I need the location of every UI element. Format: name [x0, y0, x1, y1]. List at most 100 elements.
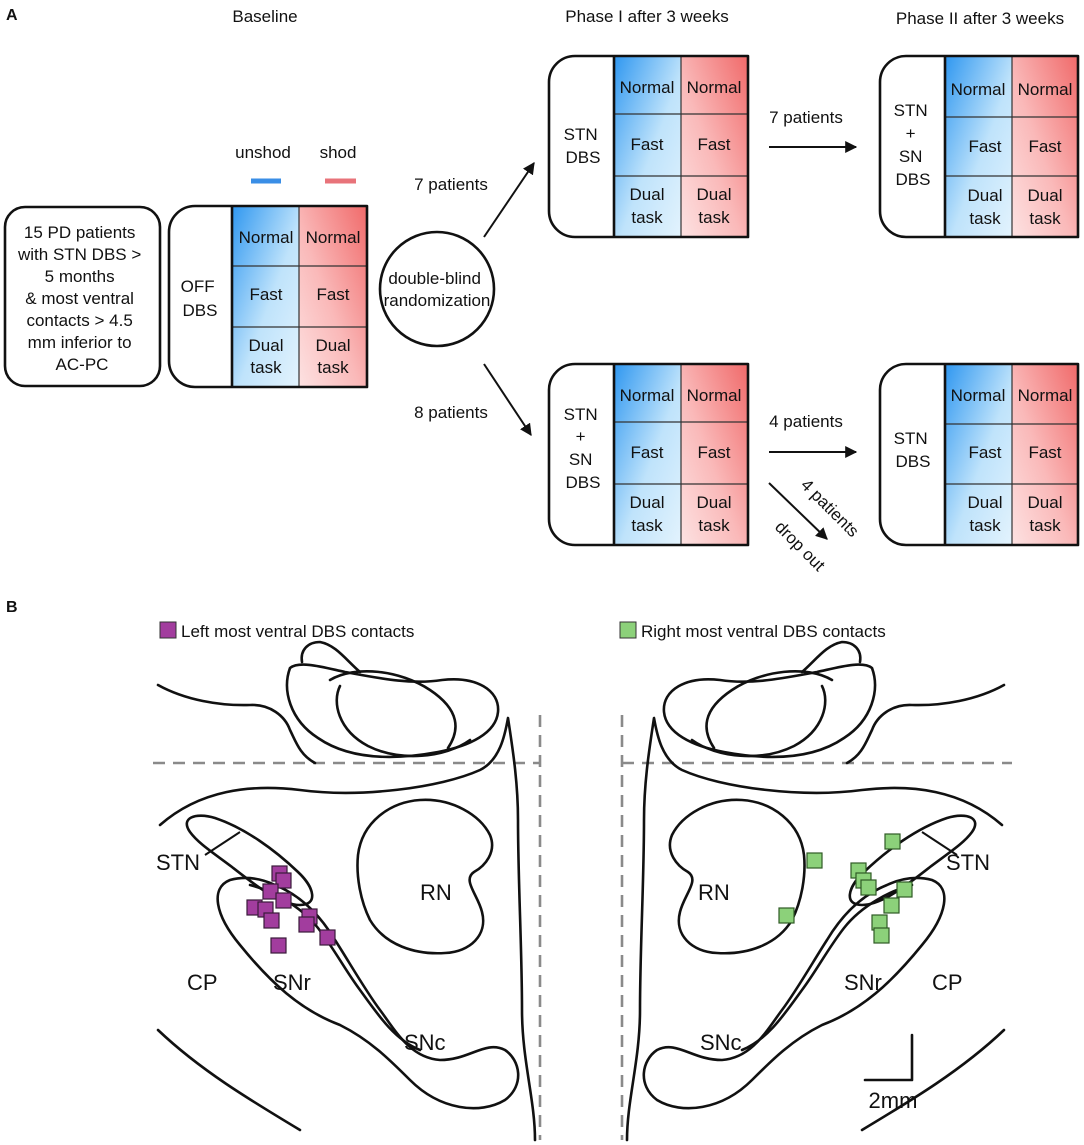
- right-cp-label: CP: [932, 970, 963, 995]
- left-upper-tissue: [156, 683, 317, 765]
- scale-bar-label: 2mm: [869, 1088, 918, 1113]
- right-stn-leader: [921, 831, 958, 856]
- p2b-normal-shod: Normal: [1018, 386, 1073, 405]
- phase2-top-block: STN + SN DBS Normal Normal Fast Fast Dua…: [878, 54, 1080, 239]
- arrow-dropout: [768, 482, 828, 540]
- left-contact: [270, 937, 287, 954]
- p2b-fast-shod: Fast: [1028, 443, 1061, 462]
- arrow-to-phase1-top: [483, 162, 535, 238]
- cell-fast-unshod: Fast: [249, 285, 282, 304]
- left-mammillary-outer: [285, 663, 500, 759]
- p2b-fast-unshod: Fast: [968, 443, 1001, 462]
- arrow-top-right-label: 7 patients: [769, 108, 843, 127]
- p2t-normal-shod: Normal: [1018, 80, 1073, 99]
- randomization-text: double-blind randomization: [384, 269, 491, 310]
- right-contact: [873, 927, 890, 944]
- condition-legend: unshod shod: [235, 143, 357, 184]
- arrow-bottom-label: 8 patients: [414, 403, 488, 422]
- patients-line-7: AC-PC: [56, 355, 109, 374]
- right-contact: [860, 879, 877, 896]
- p1t-fast-unshod: Fast: [630, 135, 663, 154]
- p2t-fast-shod: Fast: [1028, 137, 1061, 156]
- p1b-fast-shod: Fast: [697, 443, 730, 462]
- right-contacts: [778, 833, 913, 944]
- panel-b: B Left most ventral DBS contacts Right m…: [6, 599, 1012, 1142]
- left-atlas: STN RN CP SNr SNc: [156, 640, 537, 1142]
- left-contact: [275, 872, 292, 889]
- scale-bar: [863, 1033, 914, 1082]
- left-contact: [263, 912, 280, 929]
- right-mammillary-inner: [690, 684, 827, 758]
- randomization-node: double-blind randomization: [378, 230, 496, 348]
- legend-unshod-label: unshod: [235, 143, 291, 162]
- legend-shod-label: shod: [320, 143, 357, 162]
- phase1-bottom-condition: STN + SN DBS: [564, 405, 603, 492]
- right-snr-label: SNr: [844, 970, 882, 995]
- arrow-to-phase1-bottom: [483, 363, 532, 437]
- cell-fast-shod: Fast: [316, 285, 349, 304]
- dropout-count: 4 patients: [797, 475, 863, 541]
- legend-right-swatch: [619, 621, 637, 639]
- legend-right-label: Right most ventral DBS contacts: [641, 622, 886, 641]
- phase2-top-condition: STN + SN DBS: [894, 101, 933, 189]
- right-stn-label: STN: [946, 850, 990, 875]
- phase2-bottom-condition: STN DBS: [894, 429, 933, 471]
- p2b-normal-unshod: Normal: [951, 386, 1006, 405]
- left-mammillary-inner: [335, 684, 472, 758]
- right-snc-label: SNc: [700, 1030, 742, 1055]
- left-cp-label: CP: [187, 970, 218, 995]
- left-contact: [275, 892, 292, 909]
- right-contact: [884, 833, 901, 850]
- right-rn: [668, 798, 806, 955]
- right-contact: [896, 881, 913, 898]
- left-stn-label: STN: [156, 850, 200, 875]
- right-midbrain-outline: [625, 716, 1004, 1142]
- legend-left-label: Left most ventral DBS contacts: [181, 622, 414, 641]
- left-midbrain-outline: [158, 716, 537, 1142]
- right-top-lobe: [800, 640, 862, 674]
- left-contact: [262, 883, 279, 900]
- right-rn-label: RN: [698, 880, 730, 905]
- left-contact: [319, 929, 336, 946]
- panel-a: A Baseline Phase I after 3 weeks Phase I…: [3, 7, 1080, 575]
- left-snc-label: SNc: [404, 1030, 446, 1055]
- right-contact: [806, 852, 823, 869]
- right-upper-tissue: [845, 683, 1006, 765]
- right-atlas: [625, 640, 1006, 1142]
- right-stn: [848, 814, 977, 907]
- left-rn-label: RN: [420, 880, 452, 905]
- phase1-bottom-block: STN + SN DBS Normal Normal Fast Fast Dua…: [547, 362, 750, 547]
- p2t-fast-unshod: Fast: [968, 137, 1001, 156]
- baseline-condition: OFF DBS: [181, 277, 220, 320]
- p1t-normal-shod: Normal: [687, 78, 742, 97]
- dropout-label: drop out: [771, 517, 829, 575]
- legend-left-swatch: [159, 621, 177, 639]
- patients-line-3: 5 months: [45, 267, 115, 286]
- left-snr-inner: [248, 883, 422, 1052]
- right-fornix: [705, 670, 834, 750]
- arrow-top-label: 7 patients: [414, 175, 488, 194]
- baseline-condition-line-2: DBS: [183, 301, 218, 320]
- p2t-normal-unshod: Normal: [951, 80, 1006, 99]
- p1b-normal-shod: Normal: [687, 386, 742, 405]
- cell-normal-unshod: Normal: [239, 228, 294, 247]
- p1t-fast-shod: Fast: [697, 135, 730, 154]
- patients-line-2: with STN DBS >: [17, 245, 141, 264]
- patients-line-5: contacts > 4.5: [26, 311, 132, 330]
- right-contact: [883, 897, 900, 914]
- panel-b-label: B: [6, 599, 18, 616]
- left-rn: [356, 798, 494, 955]
- right-snr-inner: [740, 883, 914, 1052]
- patients-box: 15 PD patients with STN DBS > 5 months &…: [3, 205, 162, 388]
